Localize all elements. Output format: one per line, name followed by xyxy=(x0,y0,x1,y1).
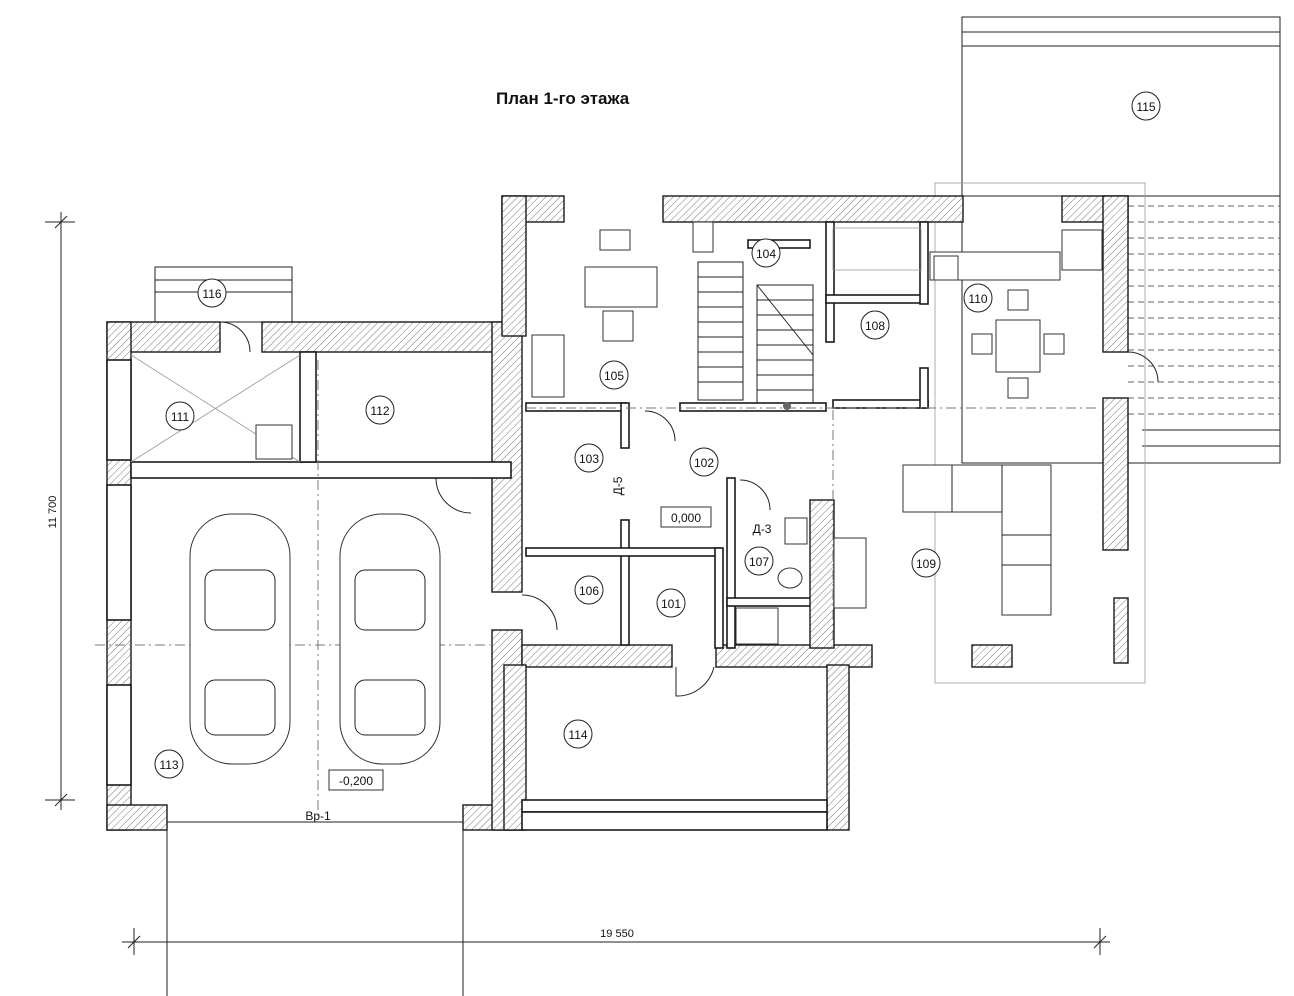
plan-title: План 1-го этажа xyxy=(496,89,630,108)
staircase-104 xyxy=(697,261,814,410)
chair-icon xyxy=(1007,289,1029,311)
dimension-width-label: 19 550 xyxy=(600,928,634,940)
room-112: 112 xyxy=(370,404,389,418)
level-box-garage xyxy=(328,769,384,791)
chair-icon xyxy=(1007,377,1029,399)
dimension-width xyxy=(122,830,1110,996)
stove-icon xyxy=(933,255,959,281)
room-101: 101 xyxy=(661,597,681,611)
room-105: 105 xyxy=(604,369,624,383)
room-111: 111 xyxy=(171,410,190,424)
dimension-height-label: 11 700 xyxy=(47,496,59,529)
walls xyxy=(106,195,1129,831)
room-106: 106 xyxy=(579,584,599,598)
gate-mark: Вр-1 xyxy=(305,809,331,823)
room-108: 108 xyxy=(865,319,885,333)
room-markers: 101 102 103 104 105 106 107 108 109 110 … xyxy=(154,91,1161,779)
room-102: 102 xyxy=(694,456,714,470)
room-114: 114 xyxy=(568,728,587,742)
level-box-main xyxy=(660,506,712,528)
toilet-icon xyxy=(777,567,803,589)
partitions xyxy=(130,221,929,649)
car-left-icon xyxy=(189,513,291,765)
furniture xyxy=(130,227,1103,645)
room-115: 115 xyxy=(1136,100,1155,114)
washbasin-icon xyxy=(784,517,808,545)
room-116: 116 xyxy=(202,287,221,301)
monitor-105 xyxy=(599,229,631,251)
room-110: 110 xyxy=(968,292,987,306)
dining-table xyxy=(995,319,1041,373)
room-104: 104 xyxy=(756,247,776,261)
sofa-105 xyxy=(531,334,565,398)
sink-icon xyxy=(1061,229,1103,271)
dimension-height xyxy=(45,212,75,810)
level-main: 0,000 xyxy=(671,511,701,525)
room-103: 103 xyxy=(579,452,599,466)
shower-icon xyxy=(735,607,779,645)
level-garage: -0,200 xyxy=(339,774,373,788)
chair-105 xyxy=(602,310,634,342)
corner-sofa xyxy=(902,464,1052,616)
tv-unit xyxy=(833,537,867,609)
chair-icon xyxy=(1043,333,1065,355)
room-107: 107 xyxy=(749,555,769,569)
doors xyxy=(219,321,1159,697)
room-113: 113 xyxy=(159,758,178,772)
chair-icon xyxy=(971,333,993,355)
door-mark-d3: Д-3 xyxy=(753,522,772,536)
car-right-icon xyxy=(339,513,441,765)
room-109: 109 xyxy=(916,557,936,571)
door-mark-d5: Д-5 xyxy=(611,476,625,495)
boiler-icon xyxy=(255,424,293,460)
desk-105 xyxy=(584,266,658,308)
